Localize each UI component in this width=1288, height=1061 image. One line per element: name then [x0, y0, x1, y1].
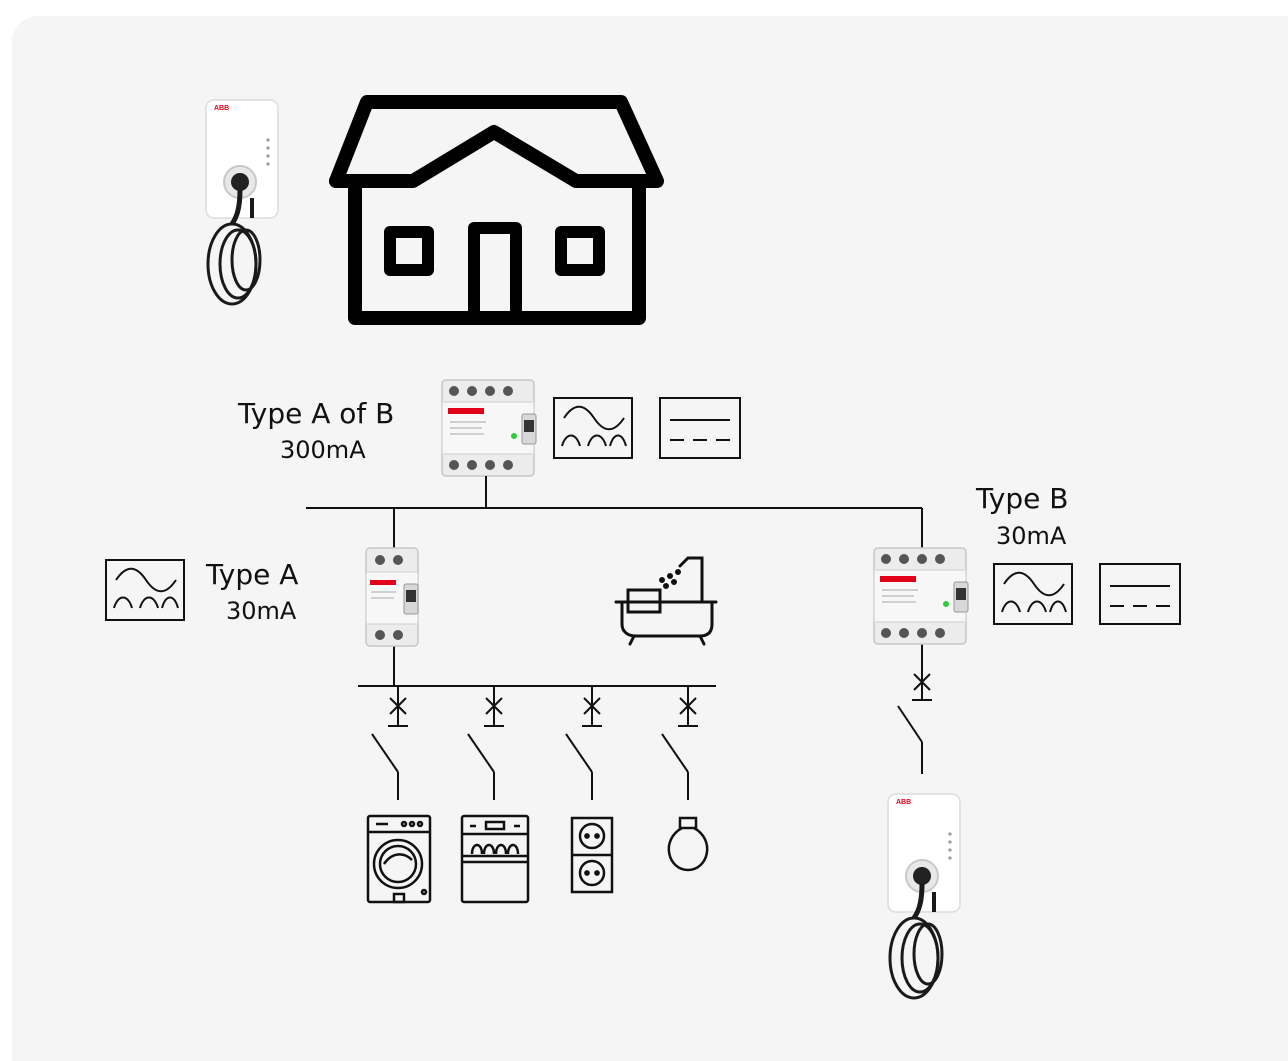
- rcd-b-dc-symbol: [1099, 563, 1181, 625]
- branch-light: [661, 685, 699, 801]
- rcd-b-current-label: 30mA: [996, 522, 1067, 550]
- branch-socket: [565, 685, 603, 801]
- ev-charger-icon-bottom: [888, 794, 960, 998]
- dishwasher-icon: [460, 814, 530, 904]
- ev-charger-icon: [206, 100, 278, 304]
- main-rcd-device: [441, 379, 537, 477]
- rcd-a-ac-pulsating-symbol: [105, 559, 185, 621]
- rcd-b-type-label: Type B: [975, 482, 1068, 515]
- washing-machine-icon: [366, 814, 432, 904]
- branch-ev-charger: [897, 666, 932, 774]
- house-icon: [329, 95, 664, 325]
- rcd-a-device: [365, 547, 419, 647]
- wiring: [306, 476, 923, 687]
- rcd-a-type-label: Type A: [205, 558, 298, 591]
- main-rcd-ac-pulsating-symbol: [553, 397, 633, 459]
- rcd-a-current-label: 30mA: [226, 597, 297, 625]
- bathtub-icon: [614, 556, 718, 646]
- branch-dishwasher: [467, 685, 505, 801]
- branch-washing-machine: [371, 685, 409, 801]
- rcd-b-device: [873, 547, 969, 645]
- socket-icon: [570, 816, 614, 894]
- main-rcd-current-label: 300mA: [280, 436, 366, 464]
- light-bulb-icon: [667, 816, 709, 872]
- rcd-b-ac-pulsating-symbol: [993, 563, 1073, 625]
- main-rcd-dc-symbol: [659, 397, 741, 459]
- main-rcd-type-label: Type A of B: [237, 397, 394, 430]
